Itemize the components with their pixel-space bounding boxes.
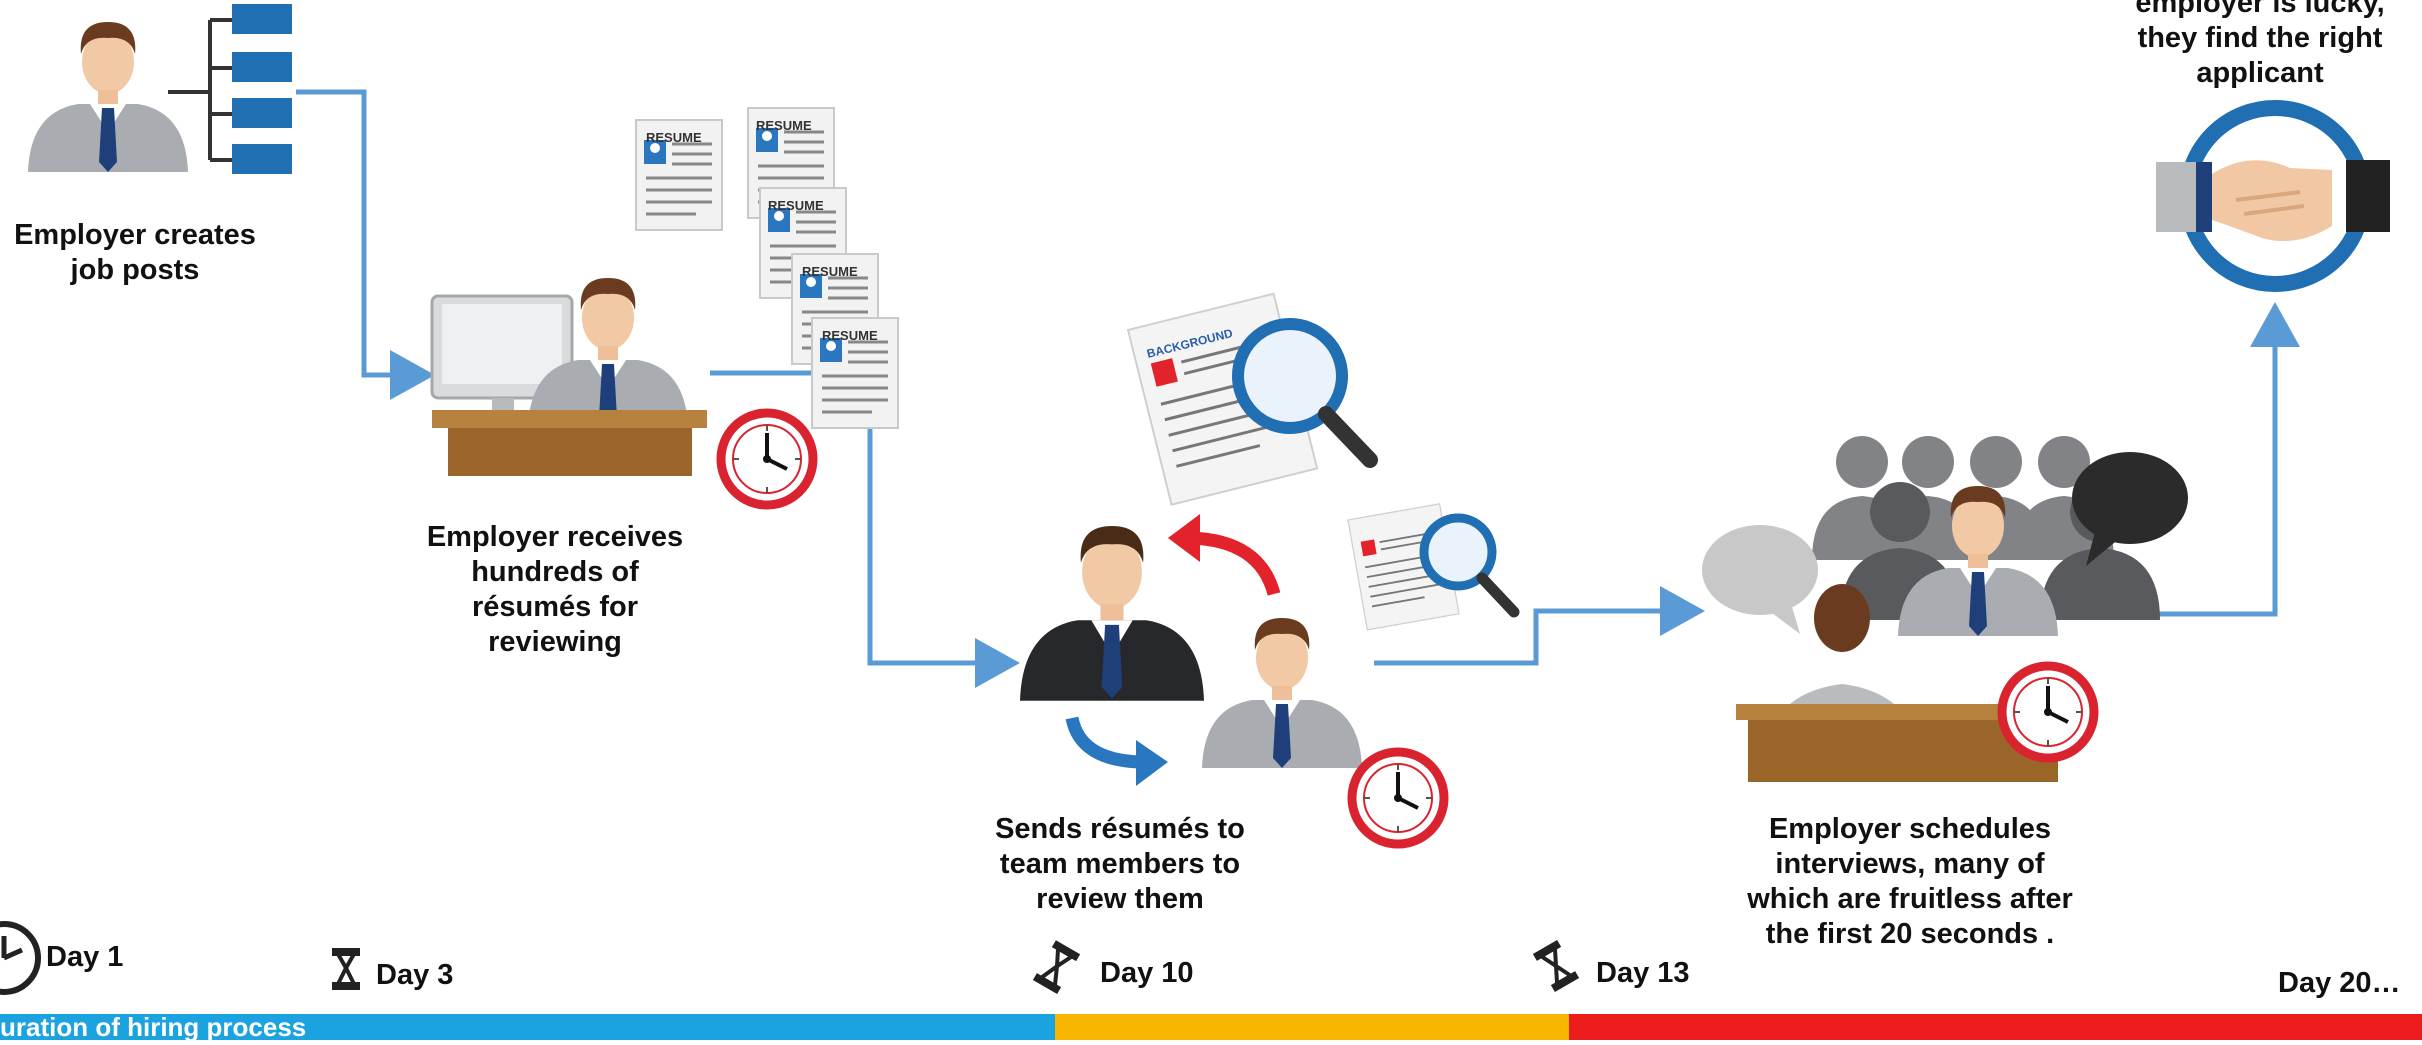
step-label-send: Sends résumés to team members to review … xyxy=(960,812,1280,917)
arrow-receive-to-team xyxy=(710,370,1020,688)
return-arrowhead xyxy=(1168,514,1200,562)
hourglass-icon xyxy=(332,948,360,990)
timeline-segment-early xyxy=(0,1014,1055,1040)
resume-doc-label: RESUME xyxy=(756,118,812,133)
day-label: Day 3 xyxy=(376,959,454,991)
magnifier-icon xyxy=(1232,318,1348,434)
step-label-line: the first 20 seconds . xyxy=(1765,918,2055,950)
arrow-interview-to-hire xyxy=(2158,302,2300,617)
speech-bubble-icon xyxy=(2072,452,2188,566)
step-label-line: Employer schedules xyxy=(1768,813,2052,845)
interview-desk xyxy=(1736,704,2068,782)
step-label-interview: Employer schedules interviews, many of w… xyxy=(1720,812,2100,952)
flow-arrows xyxy=(296,89,2300,688)
hourglass-icon xyxy=(1532,939,1580,993)
step-label-line: résumés for xyxy=(471,591,638,623)
clock-icon xyxy=(721,413,813,505)
resume-stack-icon: RESUME RESUME RESUME RESUME RESUME xyxy=(634,106,900,430)
office-desk xyxy=(432,410,707,476)
org-chart-icon xyxy=(168,4,292,174)
team-lead-avatar xyxy=(1020,526,1204,701)
day-label: Day 1 xyxy=(46,941,124,973)
step-label-line: Sends résumés to xyxy=(995,813,1245,845)
step-label-line: employer is lucky, xyxy=(2135,0,2385,19)
step-label-line: which are fruitless after xyxy=(1747,883,2073,915)
arrow-team-to-interview xyxy=(1374,586,1705,666)
step-label-create: Employer creates job posts xyxy=(0,218,270,288)
step-label-line: Employer receives xyxy=(426,521,684,553)
day-label: Day 13 xyxy=(1596,957,1690,989)
step-label-line: Employer creates xyxy=(14,219,256,251)
step-label-line: team members to xyxy=(999,848,1241,880)
arrow-posts-to-receive xyxy=(296,89,435,400)
handshake-icon xyxy=(2156,100,2390,292)
step-label-line: applicant xyxy=(2196,57,2324,89)
step-label-line: job posts xyxy=(70,254,200,286)
speech-bubble-icon xyxy=(1702,525,1818,634)
day-label: Day 10 xyxy=(1100,957,1194,989)
team-member-avatar xyxy=(1202,618,1362,768)
timeline-segment-late xyxy=(1569,1014,2422,1040)
forward-arrow-icon xyxy=(1065,716,1141,769)
small-background-check-icon xyxy=(1347,502,1520,631)
step-label-hire: employer is lucky, they find the right a… xyxy=(2100,0,2420,91)
stopwatch-icon xyxy=(0,921,41,995)
background-check-icon: BACKGROUND xyxy=(1126,292,1378,507)
step-label-receive: Employer receives hundreds of résumés fo… xyxy=(400,520,710,660)
step-label-line: review them xyxy=(1036,883,1204,915)
step-label-line: interviews, many of xyxy=(1775,848,2045,880)
clock-icon xyxy=(2002,666,2094,758)
timeline-segment-middle xyxy=(1055,1014,1569,1040)
timeline-bar-label: uration of hiring process xyxy=(0,1012,307,1042)
forward-arrowhead xyxy=(1136,740,1168,786)
step-label-line: hundreds of xyxy=(471,556,639,588)
computer-desk-icon xyxy=(430,294,574,420)
step-label-line: reviewing xyxy=(488,626,622,658)
resume-doc-label: RESUME xyxy=(646,130,702,145)
resume-doc-label: RESUME xyxy=(802,264,858,279)
step-label-line: they find the right xyxy=(2137,22,2383,54)
resume-doc-label: RESUME xyxy=(822,328,878,343)
resume-doc-label: RESUME xyxy=(768,198,824,213)
hourglass-icon xyxy=(1032,940,1081,995)
return-arrow-icon xyxy=(1189,531,1281,596)
clock-icon xyxy=(1352,752,1444,844)
employer-avatar-1 xyxy=(28,22,188,172)
day-label: Day 20… xyxy=(2278,967,2401,999)
